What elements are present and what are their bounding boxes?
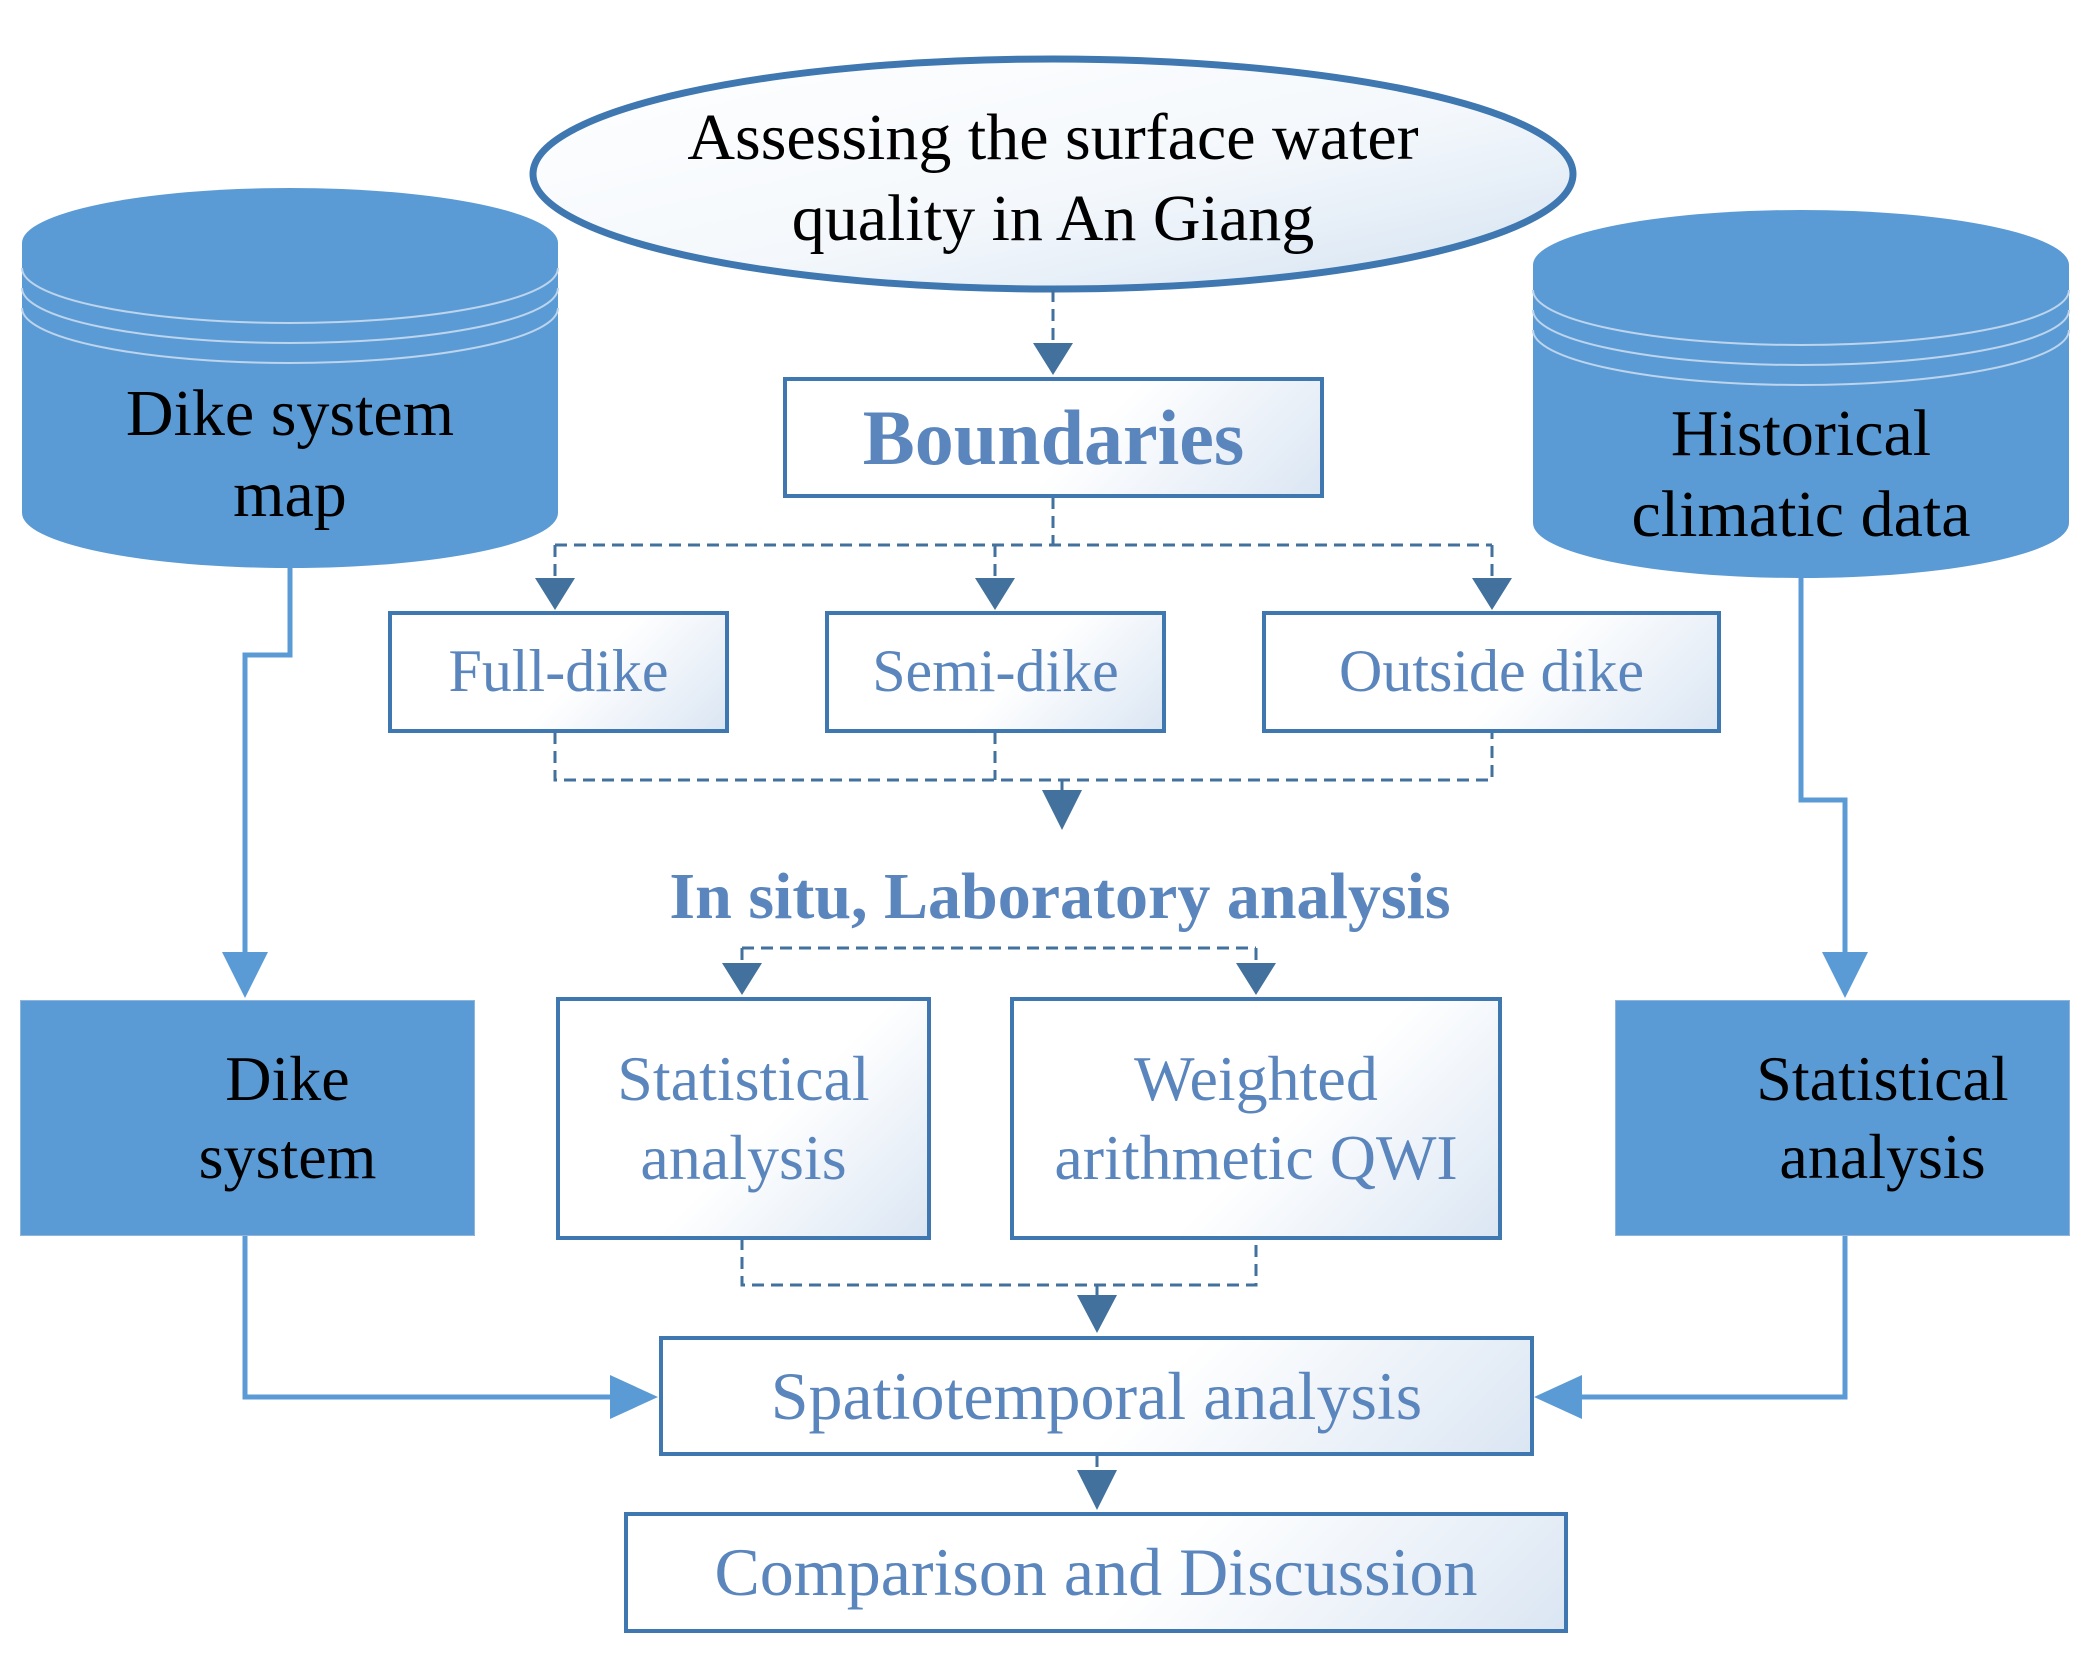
stat-analysis-line1: Statistical [617, 1043, 870, 1115]
arrowhead-to-lab [1042, 790, 1082, 830]
lab-analysis-label: In situ, Laboratory analysis [560, 852, 1560, 942]
left-database-line1: Dike system [125, 377, 455, 451]
goal-ellipse [529, 55, 1577, 293]
goal-title: Assessing the surface water quality in A… [560, 90, 1546, 268]
stat-analysis-box: Statistical analysis [556, 997, 931, 1240]
right-process-line2: analysis [1779, 1121, 1986, 1192]
outside-dike-label: Outside dike [1339, 638, 1644, 705]
arrowhead-to-right-process [1822, 952, 1868, 998]
semi-dike-box: Semi-dike [825, 611, 1166, 733]
left-process-line1: Dike [225, 1042, 350, 1114]
arrowhead-spatio-left [610, 1375, 658, 1419]
goal-title-line2: quality in An Giang [791, 182, 1315, 255]
arrowhead-to-full-dike [535, 578, 575, 610]
arrowhead-to-left-process [222, 952, 268, 998]
left-process-to-spatio-line [242, 1235, 610, 1400]
analysis-merge-line [740, 1238, 1258, 1295]
wqi-box: Weighted arithmetic QWI [1010, 997, 1502, 1240]
left-process-box: Dike system [20, 1000, 475, 1236]
arrowhead-to-compare [1077, 1470, 1117, 1510]
comparison-label: Comparison and Discussion [714, 1534, 1478, 1611]
arrowhead-spatio-right [1534, 1375, 1582, 1419]
right-process-to-spatio-line [1582, 1235, 1848, 1400]
right-database-cylinder [1532, 210, 2070, 578]
wqi-line1: Weighted [1134, 1043, 1378, 1115]
arrowhead-to-semi-dike [975, 578, 1015, 610]
arrowhead-to-spatio [1077, 1295, 1117, 1333]
lab-split-line [740, 946, 1258, 963]
outside-dike-box: Outside dike [1262, 611, 1721, 733]
left-database-line2: map [233, 458, 347, 531]
goal-title-line1: Assessing the surface water [687, 101, 1419, 175]
comparison-box: Comparison and Discussion [624, 1512, 1568, 1633]
right-database-label: Historical climatic data [1533, 390, 2069, 560]
full-dike-box: Full-dike [388, 611, 729, 733]
wqi-line2: arithmetic QWI [1054, 1121, 1458, 1193]
spatiotemporal-box: Spatiotemporal analysis [659, 1336, 1534, 1456]
lab-analysis-text: In situ, Laboratory analysis [669, 859, 1451, 933]
boundaries-split-line [553, 497, 1494, 578]
full-dike-label: Full-dike [448, 638, 669, 705]
semi-dike-label: Semi-dike [872, 638, 1119, 705]
left-database-cylinder [21, 188, 559, 568]
right-db-to-process-line [1798, 575, 1848, 955]
zones-merge-line [553, 732, 1494, 790]
stat-analysis-line2: analysis [640, 1121, 847, 1193]
right-database-line1: Historical [1670, 397, 1932, 471]
arrowhead-to-stat [722, 963, 762, 995]
left-db-to-process-line [242, 555, 293, 955]
boundaries-label: Boundaries [862, 393, 1245, 481]
spatiotemporal-label: Spatiotemporal analysis [770, 1357, 1423, 1434]
right-process-box: Statistical analysis [1615, 1000, 2070, 1236]
right-process-line1: Statistical [1756, 1042, 2009, 1114]
arrowhead-to-boundaries [1033, 343, 1073, 375]
left-database-label: Dike system map [22, 370, 558, 540]
right-database-line2: climatic data [1631, 478, 1971, 551]
arrowhead-to-outside-dike [1472, 578, 1512, 610]
boundaries-box: Boundaries [783, 377, 1324, 498]
arrowhead-to-wqi [1236, 963, 1276, 995]
left-process-line2: system [198, 1121, 377, 1192]
